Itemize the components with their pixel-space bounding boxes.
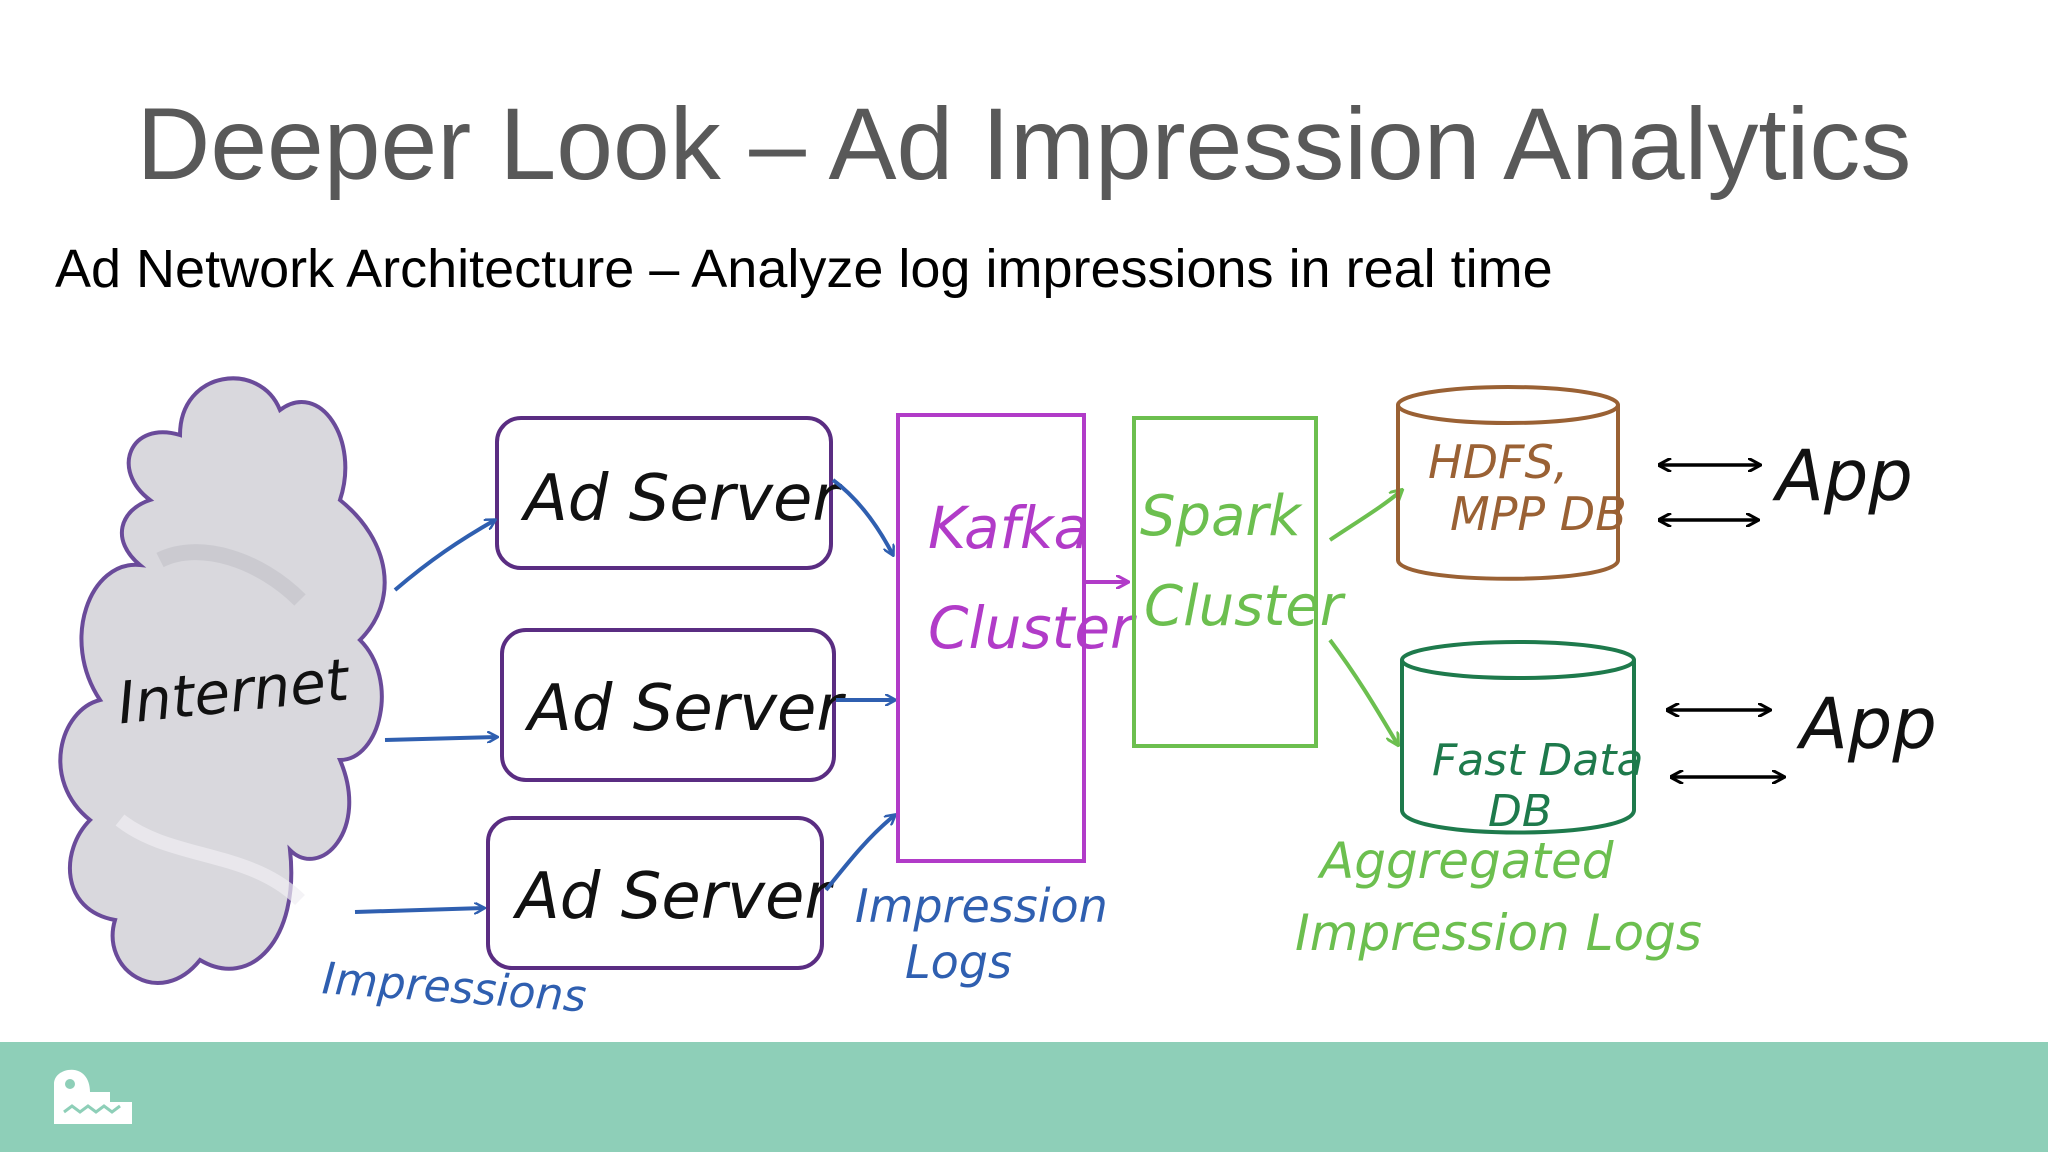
kafka-label: Cluster (928, 594, 1137, 662)
arrow-adserver-kafka-3 (824, 815, 895, 892)
spark-label: Cluster (1144, 574, 1346, 639)
ad-server-2: Ad Server (500, 628, 846, 782)
ad-server-label: Ad Server (512, 860, 834, 934)
internet-cloud: Internet (58, 376, 387, 985)
app-label: App (1796, 683, 1937, 765)
arrow-adserver-kafka-1 (831, 478, 893, 555)
aggregated-logs-label: Impression Logs (1295, 904, 1702, 962)
fastdata-label: DB (1488, 786, 1552, 837)
arrow-spark-hdfs (1328, 490, 1402, 542)
spark-label: Spark (1140, 484, 1303, 549)
app-arrows (1660, 465, 1784, 777)
adserver-to-kafka-arrows (824, 478, 895, 892)
hdfs-label: HDFS, (1428, 435, 1568, 489)
ad-server-label: Ad Server (520, 462, 842, 536)
footer-bar (0, 1042, 2048, 1152)
app-label: App (1772, 435, 1913, 517)
ad-server-1: Ad Server (495, 416, 842, 570)
crocodile-logo-icon (54, 1069, 132, 1124)
fastdata-label: Fast Data (1432, 735, 1644, 786)
ad-server-3: Ad Server (486, 816, 834, 970)
ad-server-label: Ad Server (524, 672, 846, 746)
architecture-diagram: Internet Ad Server Ad Server Ad Server I… (58, 376, 1937, 1023)
slide-title: Deeper Look – Ad Impression Analytics (136, 87, 1912, 201)
arrow-internet-adserver-1 (393, 520, 495, 592)
arrow-spark-fastdata (1328, 638, 1398, 745)
spark-cluster: Spark Cluster (1132, 416, 1346, 748)
internet-to-adserver-arrows (354, 520, 497, 912)
slide-subtitle: Ad Network Architecture – Analyze log im… (55, 239, 1553, 299)
aggregated-logs-label: Aggregated (1317, 832, 1614, 890)
arrow-internet-adserver-3 (354, 908, 484, 912)
fast-data-db: Fast Data DB (1400, 640, 1644, 837)
hdfs-mpp-db: HDFS, MPP DB (1396, 385, 1627, 581)
arrow-internet-adserver-2 (384, 737, 497, 740)
impression-logs-label: Logs (905, 935, 1012, 989)
kafka-cluster: Kafka Cluster (896, 413, 1137, 863)
impression-logs-label: Impression (855, 879, 1108, 933)
kafka-label: Kafka (928, 494, 1089, 562)
impressions-label: Impressions (320, 953, 588, 1022)
hdfs-label: MPP DB (1450, 487, 1627, 541)
